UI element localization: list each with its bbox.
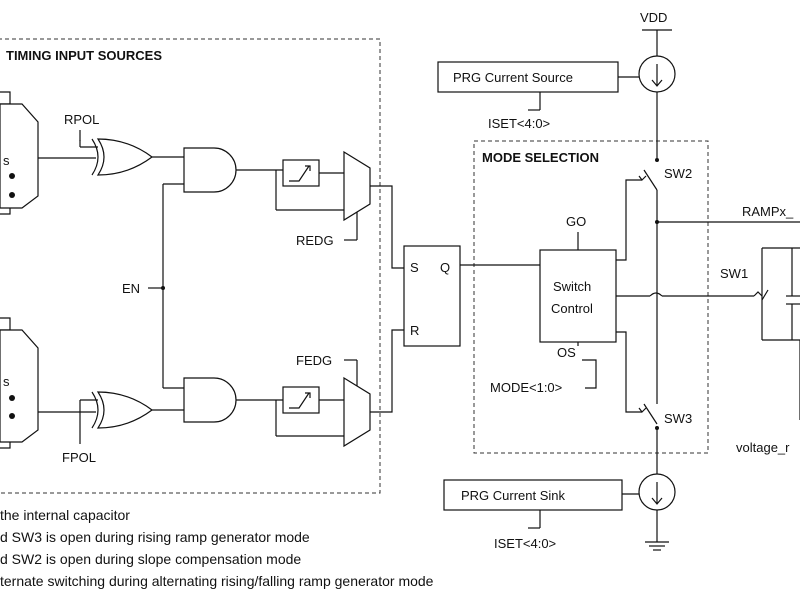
falling-path: FPOL — [38, 377, 283, 465]
top-mux-select-label: s — [3, 153, 10, 168]
rpol-label: RPOL — [64, 112, 99, 127]
os-label: OS — [557, 345, 576, 360]
timing-title: TIMING INPUT SOURCES — [6, 48, 162, 63]
sw2-label: SW2 — [664, 166, 692, 181]
vdd-label: VDD — [640, 10, 667, 25]
en-label: EN — [122, 281, 140, 296]
rising-path: RPOL — [38, 112, 283, 193]
fedg-label: FEDG — [296, 353, 332, 368]
timing-input-sources-group — [0, 38, 381, 494]
note-2: d SW3 is open during rising ramp generat… — [0, 529, 310, 545]
switch-control: Switch Control GO OS MODE<1:0> — [490, 179, 754, 413]
ramp-output: RAMPx_ — [657, 204, 800, 223]
latch-r-label: R — [410, 323, 419, 338]
sw1-label: SW1 — [720, 266, 748, 281]
mode-title: MODE SELECTION — [482, 150, 599, 165]
enable-net: EN — [122, 184, 165, 388]
falling-edge-block: FEDG — [275, 329, 404, 448]
iset-top-label: ISET<4:0> — [488, 116, 550, 131]
go-label: GO — [566, 214, 586, 229]
redg-label: REDG — [296, 233, 334, 248]
rampx-label: RAMPx_ — [742, 204, 794, 219]
latch-s-label: S — [410, 260, 419, 275]
iset-bottom-label: ISET<4:0> — [494, 536, 556, 551]
bottom-mux-select-label: s — [3, 374, 10, 389]
sw1-switch: SW1 — [720, 247, 800, 420]
control-label: Control — [551, 301, 593, 316]
sw3-switch: SW3 — [638, 403, 692, 474]
fpol-label: FPOL — [62, 450, 96, 465]
prg-source-label: PRG Current Source — [453, 70, 573, 85]
bottom-input-mux: s — [0, 317, 39, 449]
current-sink: PRG Current Sink ISET<4:0> — [443, 473, 676, 551]
sw3-label: SW3 — [664, 411, 692, 426]
latch-q-label: Q — [440, 260, 450, 275]
note-1: the internal capacitor — [0, 507, 130, 523]
mode-label: MODE<1:0> — [490, 380, 562, 395]
sr-latch: S Q R — [403, 245, 540, 347]
voltage-label: voltage_r — [736, 440, 790, 455]
rising-edge-block: REDG — [275, 150, 404, 269]
top-input-mux: s — [0, 91, 39, 215]
prg-sink-label: PRG Current Sink — [461, 488, 566, 503]
sw2-switch: SW2 — [638, 158, 692, 404]
notes: the internal capacitor d SW3 is open dur… — [0, 504, 800, 592]
note-3: d SW2 is open during slope compensation … — [0, 551, 302, 567]
current-source: VDD PRG Current Source ISET<4:0> — [437, 10, 676, 158]
switch-label: Switch — [553, 279, 591, 294]
note-4: ternate switching during alternating ris… — [0, 573, 434, 589]
